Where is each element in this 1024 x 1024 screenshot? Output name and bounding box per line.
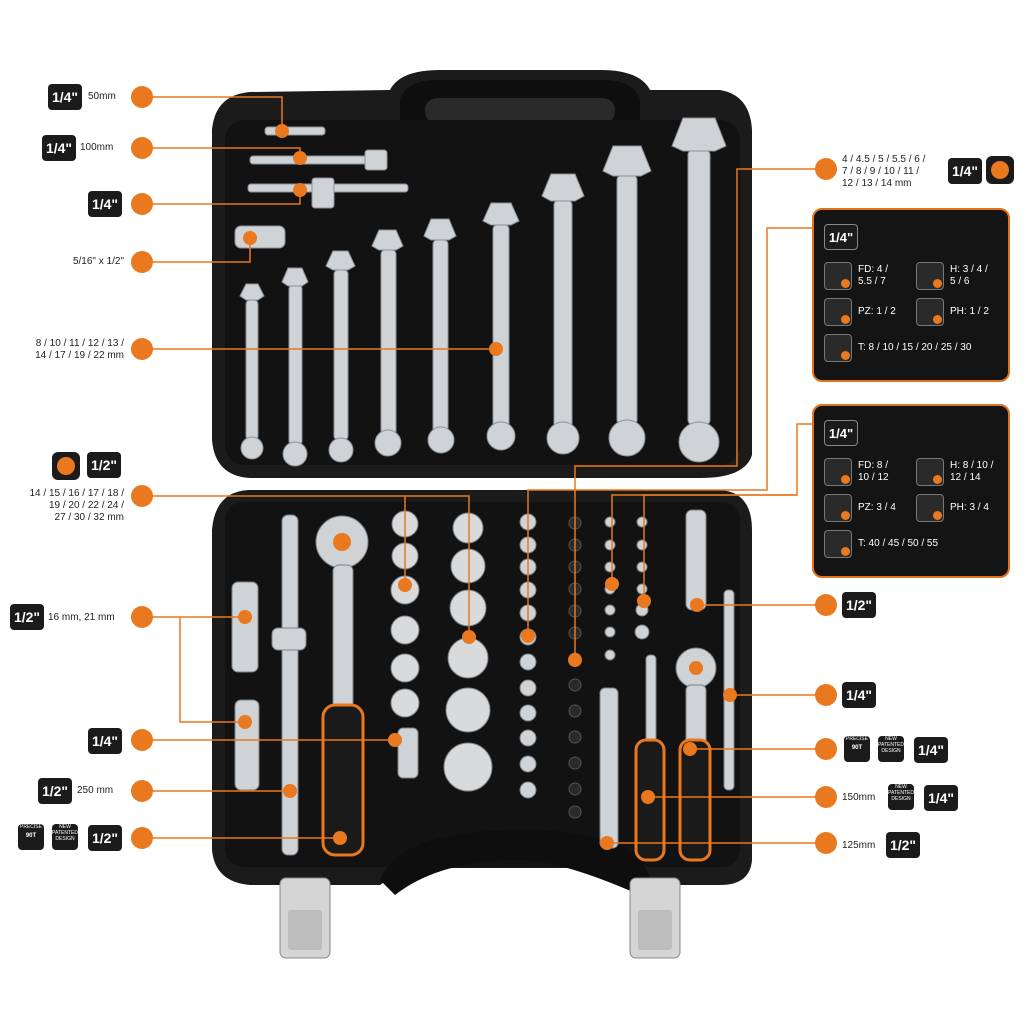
flat-bit-icon [824, 262, 852, 290]
c6-badge: 1/2" [87, 452, 121, 478]
wrench-12 [371, 229, 404, 457]
c3-badge: 1/4" [88, 191, 122, 217]
panel-top-t: T: 8 / 10 / 15 / 20 / 25 / 30 [824, 334, 971, 362]
c5-text-1: 8 / 10 / 11 / 12 / 13 / [35, 338, 124, 349]
panel-bottom-badge: 1/4" [824, 420, 858, 446]
panel-top-badge: 1/4" [824, 224, 858, 250]
c6-text-2: 19 / 20 / 22 / 24 / [48, 500, 124, 511]
panel-bottom-pz: PZ: 3 / 4 [824, 494, 896, 522]
wrench-17 [541, 173, 585, 455]
r2-badge: 1/2" [842, 592, 876, 618]
r6-badge: 1/2" [886, 832, 920, 858]
c1-badge: 1/4" [48, 84, 82, 110]
panel-top-h: H: 3 / 4 / 5 / 6 [916, 262, 988, 290]
bits-panel-bottom: 1/4" FD: 8 / 10 / 12 H: 8 / 10 / 12 / 14… [812, 404, 1010, 578]
panel-top-fd: FD: 4 / 5.5 / 7 [824, 262, 888, 290]
r1-text-2: 7 / 8 / 9 / 10 / 11 / [842, 166, 920, 177]
c9-text: 250 mm [77, 785, 114, 796]
r4-badge: 1/4" [914, 737, 948, 763]
panel-bottom-fd: FD: 8 / 10 / 12 [824, 458, 889, 486]
c2-text: 100mm [80, 142, 114, 153]
r5-text: 150mm [842, 792, 876, 803]
c8-badge: 1/4" [88, 728, 122, 754]
wrench-14 [482, 202, 520, 451]
phillips-bit-icon [916, 494, 944, 522]
wrench-10 [281, 267, 309, 467]
c7-text: 16 mm, 21 mm [48, 612, 115, 623]
panel-bottom-h: H: 8 / 10 / 12 / 14 [916, 458, 993, 486]
hex-socket-icon [52, 452, 80, 480]
c1-text: 50mm [88, 91, 116, 102]
wrench-8 [239, 283, 265, 460]
wrench-set [239, 117, 727, 467]
leader-lines [142, 96, 826, 844]
wrench-13 [423, 218, 457, 454]
pozidriv-bit-icon [824, 494, 852, 522]
r1-text-3: 12 / 13 / 14 mm [842, 178, 912, 189]
callout-dots [131, 86, 837, 854]
c6-text-1: 14 / 15 / 16 / 17 / 18 / [29, 488, 124, 499]
socket-set [390, 510, 582, 819]
wrench-22 [671, 117, 727, 463]
hex-bit-icon [916, 458, 944, 486]
c6-text-3: 27 / 30 / 32 mm [54, 512, 124, 523]
panel-bottom-ph: PH: 3 / 4 [916, 494, 989, 522]
torx-bit-icon [824, 530, 852, 558]
wrench-11 [325, 250, 356, 463]
flat-bit-icon [824, 458, 852, 486]
panel-bottom-t: T: 40 / 45 / 50 / 55 [824, 530, 938, 558]
r3-badge: 1/4" [842, 682, 876, 708]
bits-panel-top: 1/4" FD: 4 / 5.5 / 7 H: 3 / 4 / 5 / 6 PZ… [812, 208, 1010, 382]
torx-bit-icon [824, 334, 852, 362]
c9-badge: 1/2" [38, 778, 72, 804]
panel-top-ph: PH: 1 / 2 [916, 298, 989, 326]
c7-badge: 1/2" [10, 604, 44, 630]
c4-text: 5/16" x 1/2" [72, 256, 124, 267]
wrench-19 [602, 145, 652, 457]
r1-text-1: 4 / 4.5 / 5 / 5.5 / 6 / [842, 154, 926, 165]
c5-text-2: 14 / 17 / 19 / 22 mm [35, 350, 124, 361]
hex-socket-icon [986, 156, 1014, 184]
hex-bit-icon [916, 262, 944, 290]
panel-top-pz: PZ: 1 / 2 [824, 298, 896, 326]
pozidriv-bit-icon [824, 298, 852, 326]
r6-text: 125mm [842, 840, 876, 851]
r1-badge: 1/4" [948, 158, 982, 184]
c10-badge: 1/2" [88, 825, 122, 851]
c2-badge: 1/4" [42, 135, 76, 161]
r5-badge: 1/4" [924, 785, 958, 811]
phillips-bit-icon [916, 298, 944, 326]
